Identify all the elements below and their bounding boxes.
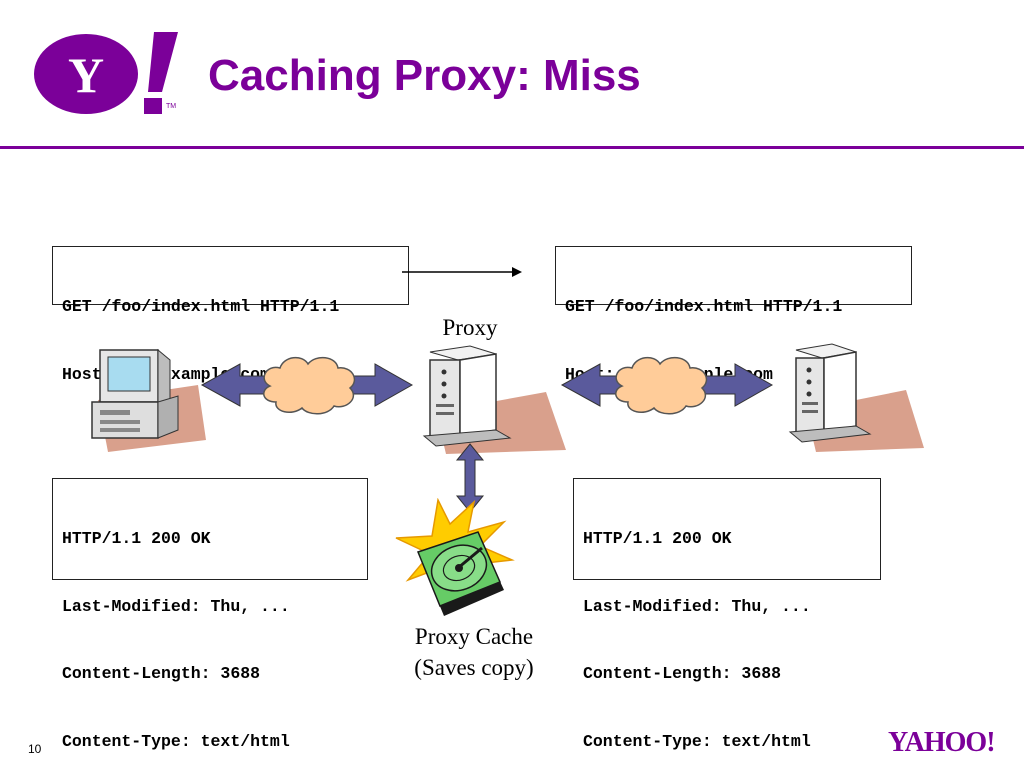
request-line: GET /foo/index.html HTTP/1.1 xyxy=(62,297,340,316)
proxy-cache-label-line1: Proxy Cache xyxy=(414,624,534,649)
response-box-client: HTTP/1.1 200 OK Last-Modified: Thu, ... … xyxy=(52,478,368,751)
proxy-origin-link xyxy=(560,356,774,415)
response-content-length: Content-Length: 3688 xyxy=(583,664,782,683)
proxy-server-icon xyxy=(406,342,566,454)
network-cloud-icon xyxy=(615,356,708,415)
footer-yahoo-logo: YAHOO! xyxy=(888,727,996,758)
client-proxy-link xyxy=(200,356,414,415)
request-box-client: GET /foo/index.html HTTP/1.1 Host: www.e… xyxy=(52,246,409,384)
response-box-proxy: HTTP/1.1 200 OK Last-Modified: Thu, ... … xyxy=(573,478,881,751)
client-computer-icon xyxy=(78,340,206,452)
title-divider xyxy=(0,146,1024,149)
page-number: 10 xyxy=(28,742,42,756)
svg-text:TM: TM xyxy=(166,103,176,110)
network-cloud-icon xyxy=(263,356,356,415)
response-content-length: Content-Length: 3688 xyxy=(62,664,261,683)
proxy-cache-label-line2: (Saves copy) xyxy=(414,655,534,680)
response-last-modified: Last-Modified: Thu, ... xyxy=(583,596,811,616)
request-box-proxy: GET /foo/index.html HTTP/1.1 Host: www.e… xyxy=(555,246,912,384)
page-title: Caching Proxy: Miss xyxy=(208,51,641,100)
response-status: HTTP/1.1 200 OK xyxy=(583,529,732,548)
forward-request-arrow xyxy=(402,267,522,277)
response-content-type: Content-Type: text/html xyxy=(583,731,811,751)
response-last-modified: Last-Modified: Thu, ... xyxy=(62,596,290,616)
response-status: HTTP/1.1 200 OK xyxy=(62,529,211,548)
proxy-label: Proxy xyxy=(442,315,498,340)
cache-disk-icon xyxy=(392,497,522,624)
yahoo-logo: Y TM xyxy=(30,28,190,128)
origin-server-icon xyxy=(776,340,924,452)
response-content-type: Content-Type: text/html xyxy=(62,731,290,751)
svg-text:Y: Y xyxy=(68,47,104,103)
request-line: GET /foo/index.html HTTP/1.1 xyxy=(565,297,843,316)
proxy-cache-label: Proxy Cache (Saves copy) xyxy=(380,621,568,683)
